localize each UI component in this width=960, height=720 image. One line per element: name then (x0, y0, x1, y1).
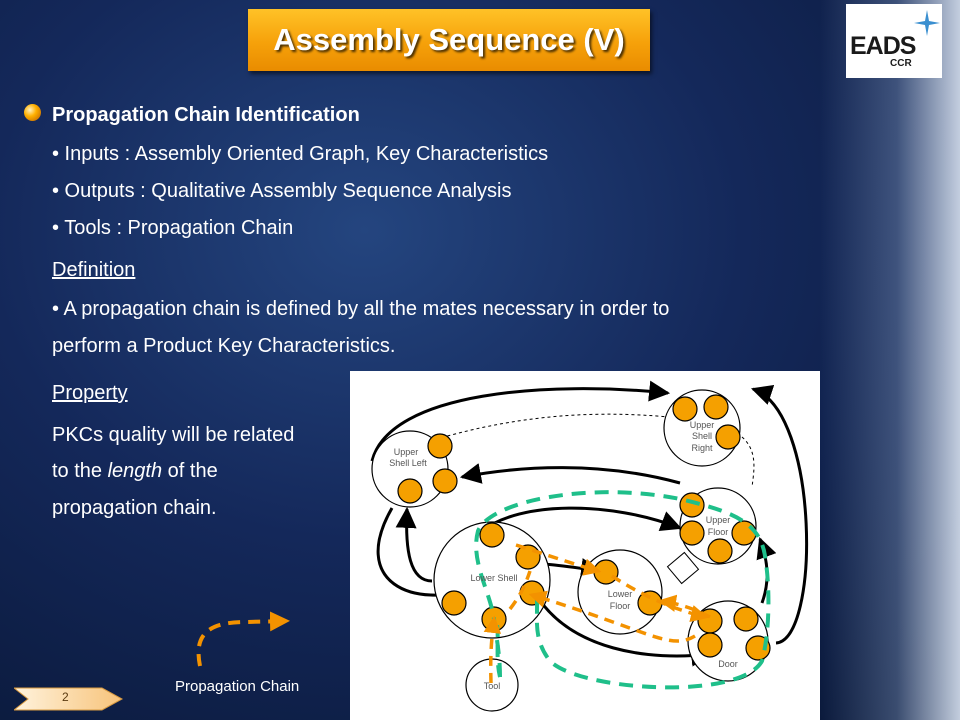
bullet-orb-icon (24, 104, 41, 121)
orange-chain-door-to-shell (528, 590, 696, 643)
page-number-arrow-icon (14, 687, 124, 711)
label-upper-shell-right-1: Upper (690, 420, 715, 430)
label-upper-shell-left-2: Shell Left (389, 458, 427, 468)
bullet-inputs: • Inputs : Assembly Oriented Graph, Key … (52, 143, 549, 165)
orange-propagation-chain (483, 543, 711, 684)
orange-chain-door-to-floor (658, 594, 711, 619)
eads-logo: EADS CCR (846, 4, 942, 78)
green-propagation-tool (494, 618, 502, 678)
connection-lower-shell-to-door (533, 592, 713, 667)
property-line-2-em: length (107, 460, 163, 482)
connection-right-loop (751, 384, 808, 645)
connection-floor-to-shell-left (459, 463, 681, 485)
green-propagation-loop (474, 490, 771, 690)
property-line-3: propagation chain. (52, 497, 217, 519)
label-upper-floor-2: Floor (708, 527, 729, 537)
label-lower-floor-1: Lower (608, 589, 633, 599)
node-upper-floor (679, 487, 757, 565)
connection-lower-shell-to-shell-left (395, 506, 433, 583)
constraint-diamond (666, 551, 700, 585)
property-line-1: PKCs quality will be related (52, 424, 295, 446)
label-upper-shell-left-1: Upper (394, 447, 419, 457)
node-upper-shell-left (371, 430, 458, 508)
logo-name: EADS (850, 32, 916, 60)
title-banner: Assembly Sequence (V) (248, 9, 650, 71)
label-tool: Tool (484, 681, 501, 691)
section-heading: Propagation Chain Identification (52, 104, 360, 126)
connection-lower-shell-to-upper-floor (481, 506, 682, 533)
definition-line-2: perform a Product Key Characteristics. (52, 335, 396, 357)
legend-chain-arrow (196, 611, 290, 667)
page-number: 2 (62, 690, 69, 704)
logo-sub: CCR (890, 58, 912, 69)
page-title: Assembly Sequence (V) (273, 22, 625, 57)
connection-upper-shell-left-to-right (370, 380, 671, 462)
node-upper-shell-right (663, 389, 741, 467)
bullet-tools: • Tools : Propagation Chain (52, 217, 294, 239)
legend-label: Propagation Chain (175, 678, 300, 695)
label-lower-shell: Lower Shell (470, 573, 517, 583)
connection-dashed-shell (424, 413, 681, 445)
property-heading: Property (52, 382, 128, 404)
orange-chain-lower-shell-inner (508, 570, 532, 611)
label-door: Door (718, 659, 738, 669)
property-line-2: to the length of the (52, 460, 218, 483)
star-icon (914, 10, 940, 36)
assembly-graph-diagram: Upper Shell Left Upper Shell Right Upper… (350, 371, 820, 720)
property-line-2-pre: to the (52, 460, 108, 482)
right-gradient-band (820, 0, 960, 720)
definition-line-1: • A propagation chain is defined by all … (52, 298, 670, 320)
label-upper-shell-right-3: Right (691, 443, 713, 453)
orange-chain-floor-to-door (611, 574, 709, 623)
label-upper-shell-right-2: Shell (692, 431, 712, 441)
label-lower-floor-2: Floor (610, 601, 631, 611)
connection-dashed-right (741, 436, 755, 488)
definition-heading: Definition (52, 259, 136, 281)
bullet-outputs: • Outputs : Qualitative Assembly Sequenc… (52, 180, 512, 202)
property-line-2-post: of the (162, 460, 218, 482)
orange-chain-tool-to-lower-shell (483, 615, 502, 684)
label-upper-floor-1: Upper (706, 515, 731, 525)
mate-connections (370, 380, 808, 667)
